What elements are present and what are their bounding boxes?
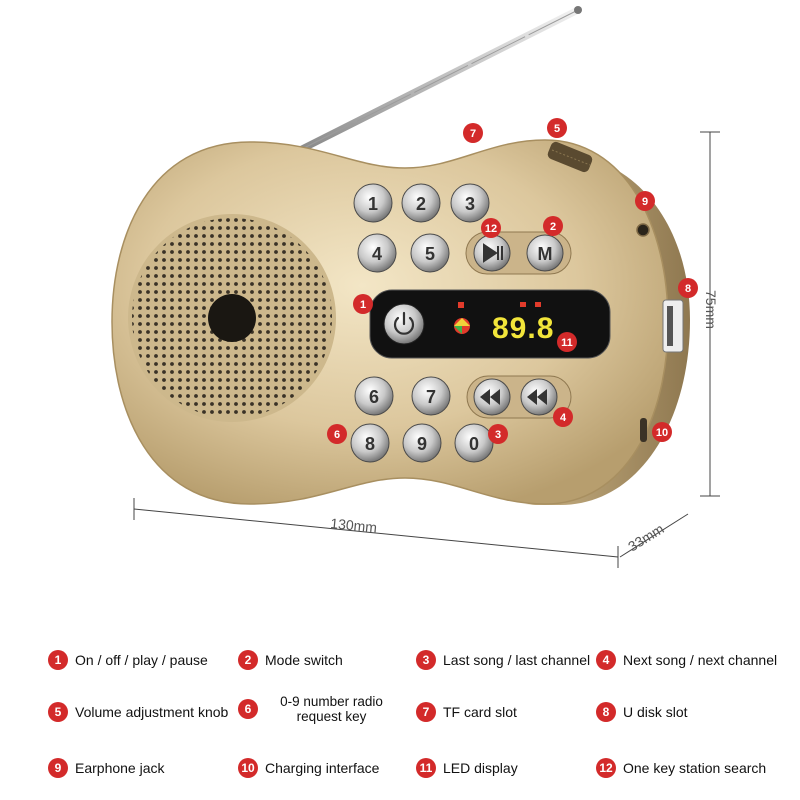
key-1[interactable]: 1 [353,183,393,223]
charging-port[interactable] [640,418,647,442]
speaker-grille [128,214,336,422]
next-key[interactable] [520,378,558,416]
legend-text-3: Last song / last channel [443,651,591,668]
key-9[interactable]: 9 [402,423,442,463]
key-3[interactable]: 3 [450,183,490,223]
callout-10: 10 [652,422,672,442]
radio-mode-icon [454,318,470,334]
legend-text-8: U disk slot [623,703,688,720]
volume-knob[interactable] [546,140,594,173]
callout-1: 1 [353,294,373,314]
display-panel: 89.8 [369,289,611,359]
legend-text-2: Mode switch [265,651,343,668]
svg-text:4: 4 [560,412,567,424]
legend-text-12: One key station search [623,759,767,776]
legend-text-7: TF card slot [443,703,517,720]
svg-text:7: 7 [470,128,476,140]
earphone-jack[interactable] [636,223,650,237]
svg-text:1: 1 [360,299,366,311]
key-2-label: 2 [416,194,426,214]
callout-9: 9 [635,191,655,211]
search-key[interactable] [473,234,511,272]
callout-7: 7 [463,123,483,143]
key-1-label: 1 [368,194,378,214]
width-dimension: 130mm [330,515,378,535]
key-8[interactable]: 8 [350,423,390,463]
legend-text-11: LED display [443,759,518,776]
svg-text:6: 6 [334,429,340,441]
callout-8: 8 [678,278,698,298]
key-5-label: 5 [425,244,435,264]
key-0[interactable]: 0 [454,423,494,463]
legend-text-5: Volume adjustment knob [75,703,229,720]
svg-text:5: 5 [554,123,560,135]
callout-4: 4 [553,407,573,427]
key-5[interactable]: 5 [410,233,450,273]
function-keys-top: M [465,231,572,275]
power-button[interactable] [383,303,425,345]
key-8-label: 8 [365,434,375,454]
callout-11: 11 [557,332,577,352]
key-6-label: 6 [369,387,379,407]
mode-key[interactable]: M [526,234,564,272]
legend-text-1: On / off / play / pause [75,651,208,668]
previous-key[interactable] [473,378,511,416]
rewind-icon [480,389,500,405]
antenna [296,6,582,154]
power-icon [393,311,415,335]
key-2[interactable]: 2 [401,183,441,223]
usb-slot[interactable] [662,299,684,353]
legend-text-6: 0-9 number radio request key [280,694,383,724]
key-4[interactable]: 4 [357,233,397,273]
key-3-label: 3 [465,194,475,214]
digit-keys: 1 2 3 4 5 6 7 8 9 0 [350,183,494,463]
svg-text:8: 8 [685,283,691,295]
mode-key-label: M [538,244,553,264]
callout-2: 2 [543,216,563,236]
play-pause-icon [483,243,503,263]
dimension-lines [133,131,720,568]
legend-text-4: Next song / next channel [623,651,778,668]
callouts: 1 2 3 4 5 6 7 8 9 10 11 12 [327,118,698,444]
legend-text-10: Charging interface [265,759,380,776]
callout-6: 6 [327,424,347,444]
key-0-label: 0 [469,434,479,454]
callout-5: 5 [547,118,567,138]
svg-text:12: 12 [485,223,497,235]
key-7[interactable]: 7 [411,376,451,416]
radio-product-illustration: 1 2 3 4 5 6 7 8 9 0 M [111,6,720,568]
led-frequency: 89.8 [492,312,554,345]
callout-12: 12 [481,218,501,238]
key-7-label: 7 [426,387,436,407]
key-6[interactable]: 6 [354,376,394,416]
callout-3: 3 [488,424,508,444]
key-4-label: 4 [372,244,382,264]
svg-text:9: 9 [642,196,648,208]
depth-dimension: 33mm [625,520,666,554]
key-9-label: 9 [417,434,427,454]
legend-text-9: Earphone jack [75,759,165,776]
function-keys-bottom [466,375,572,419]
height-dimension: 75mm [703,290,719,329]
svg-text:11: 11 [561,337,573,349]
fast-forward-icon [527,389,547,405]
svg-text:3: 3 [495,429,501,441]
svg-text:10: 10 [656,427,668,439]
svg-text:2: 2 [550,221,556,233]
